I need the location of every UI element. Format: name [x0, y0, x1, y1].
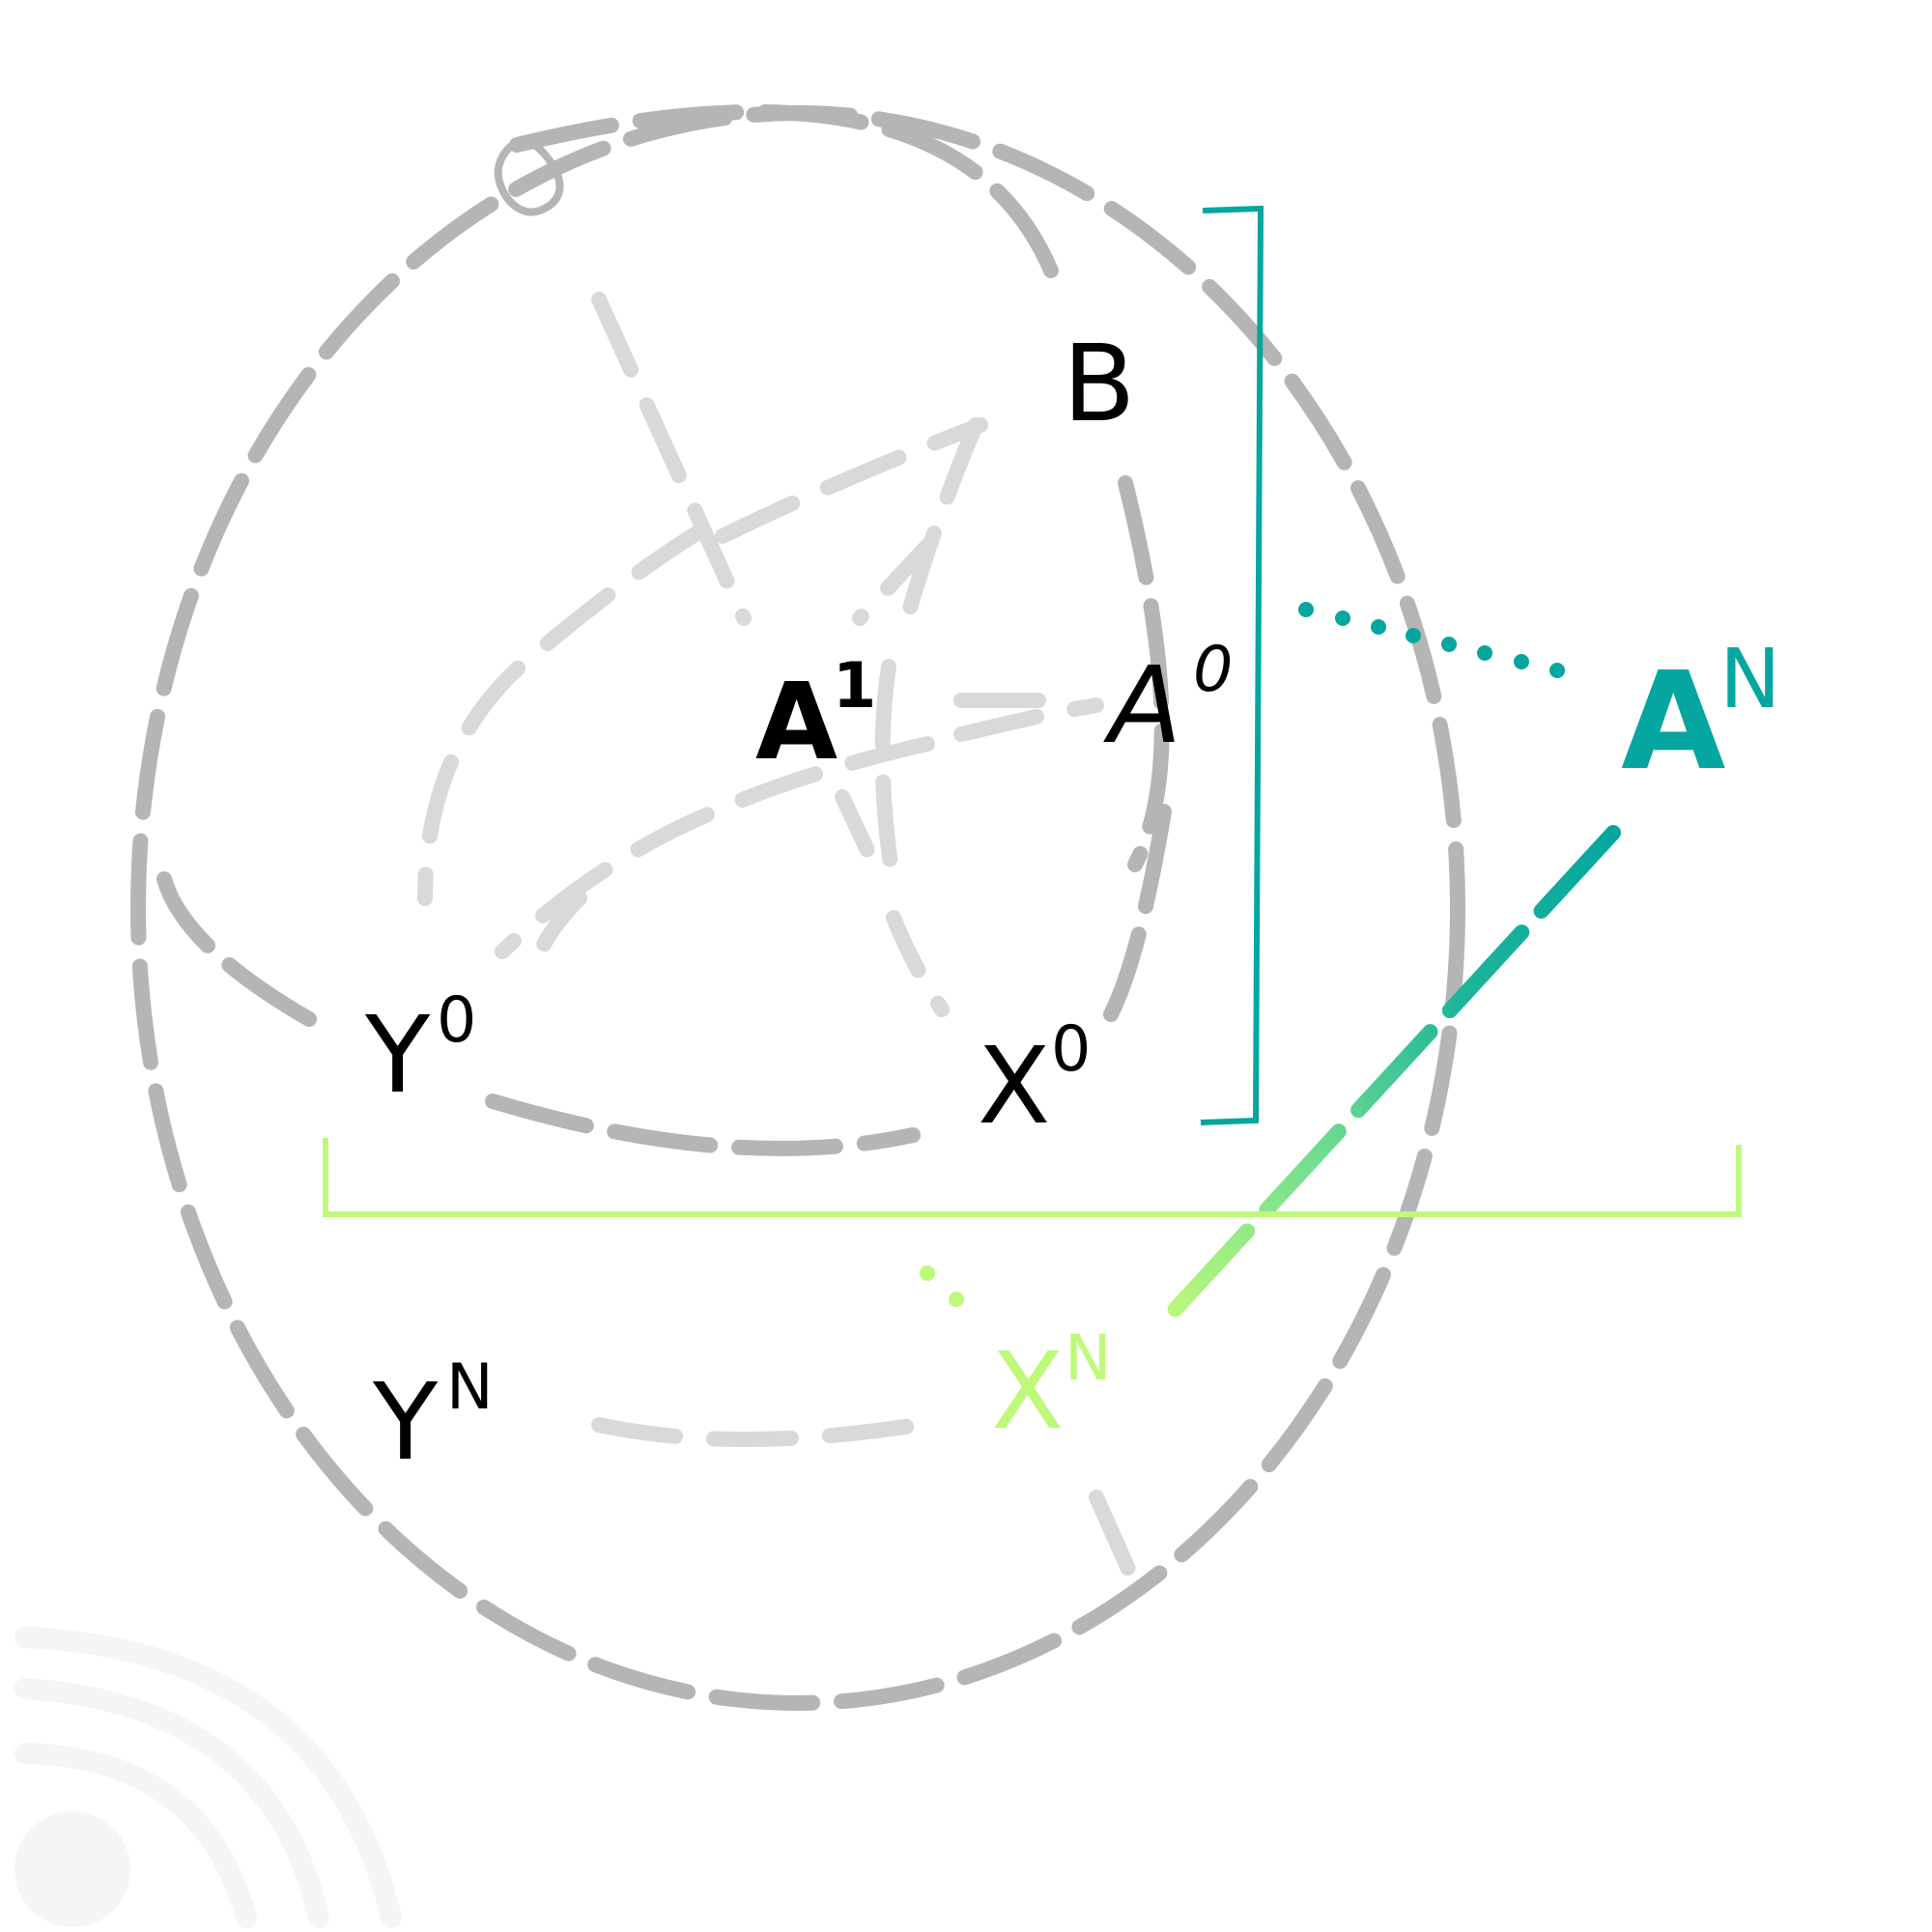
svg-text:0: 0: [1051, 1013, 1091, 1086]
svg-text:N: N: [1719, 632, 1781, 727]
self-loop-mark: [494, 137, 564, 216]
node-y0: Y 0: [364, 984, 476, 1117]
svg-text:A: A: [1621, 643, 1725, 801]
svg-text:Y: Y: [372, 1360, 439, 1484]
lime-bracket: [323, 1138, 1742, 1217]
internal-edges: [417, 292, 1143, 1592]
node-xn: X N: [991, 1322, 1112, 1453]
node-x0: X 0: [978, 1013, 1091, 1148]
svg-text:N: N: [1065, 1322, 1112, 1395]
svg-text:1: 1: [833, 650, 876, 723]
svg-text:0: 0: [437, 984, 476, 1057]
svg-text:X: X: [991, 1329, 1064, 1453]
node-b: B: [1063, 322, 1135, 445]
inner-loop: [156, 103, 1172, 1156]
svg-text:Y: Y: [364, 993, 431, 1117]
svg-text:A: A: [1103, 643, 1181, 767]
svg-text:0: 0: [1193, 634, 1233, 706]
lime-dotted-connector: [920, 1265, 964, 1307]
node-a0: A 0: [1103, 634, 1233, 767]
node-yn: Y N: [372, 1351, 494, 1484]
wifi-signal-icon: [14, 1627, 402, 1928]
svg-text:N: N: [446, 1351, 494, 1424]
teal-bracket: [1200, 205, 1264, 1125]
node-an: A N: [1621, 632, 1781, 801]
gradient-edge-xn-an: [1156, 825, 1621, 1329]
node-a1: A 1: [755, 650, 876, 783]
svg-text:A: A: [755, 660, 838, 783]
svg-text:X: X: [978, 1024, 1050, 1148]
svg-text:B: B: [1063, 322, 1135, 445]
teal-dotted-connector: [1298, 602, 1565, 678]
